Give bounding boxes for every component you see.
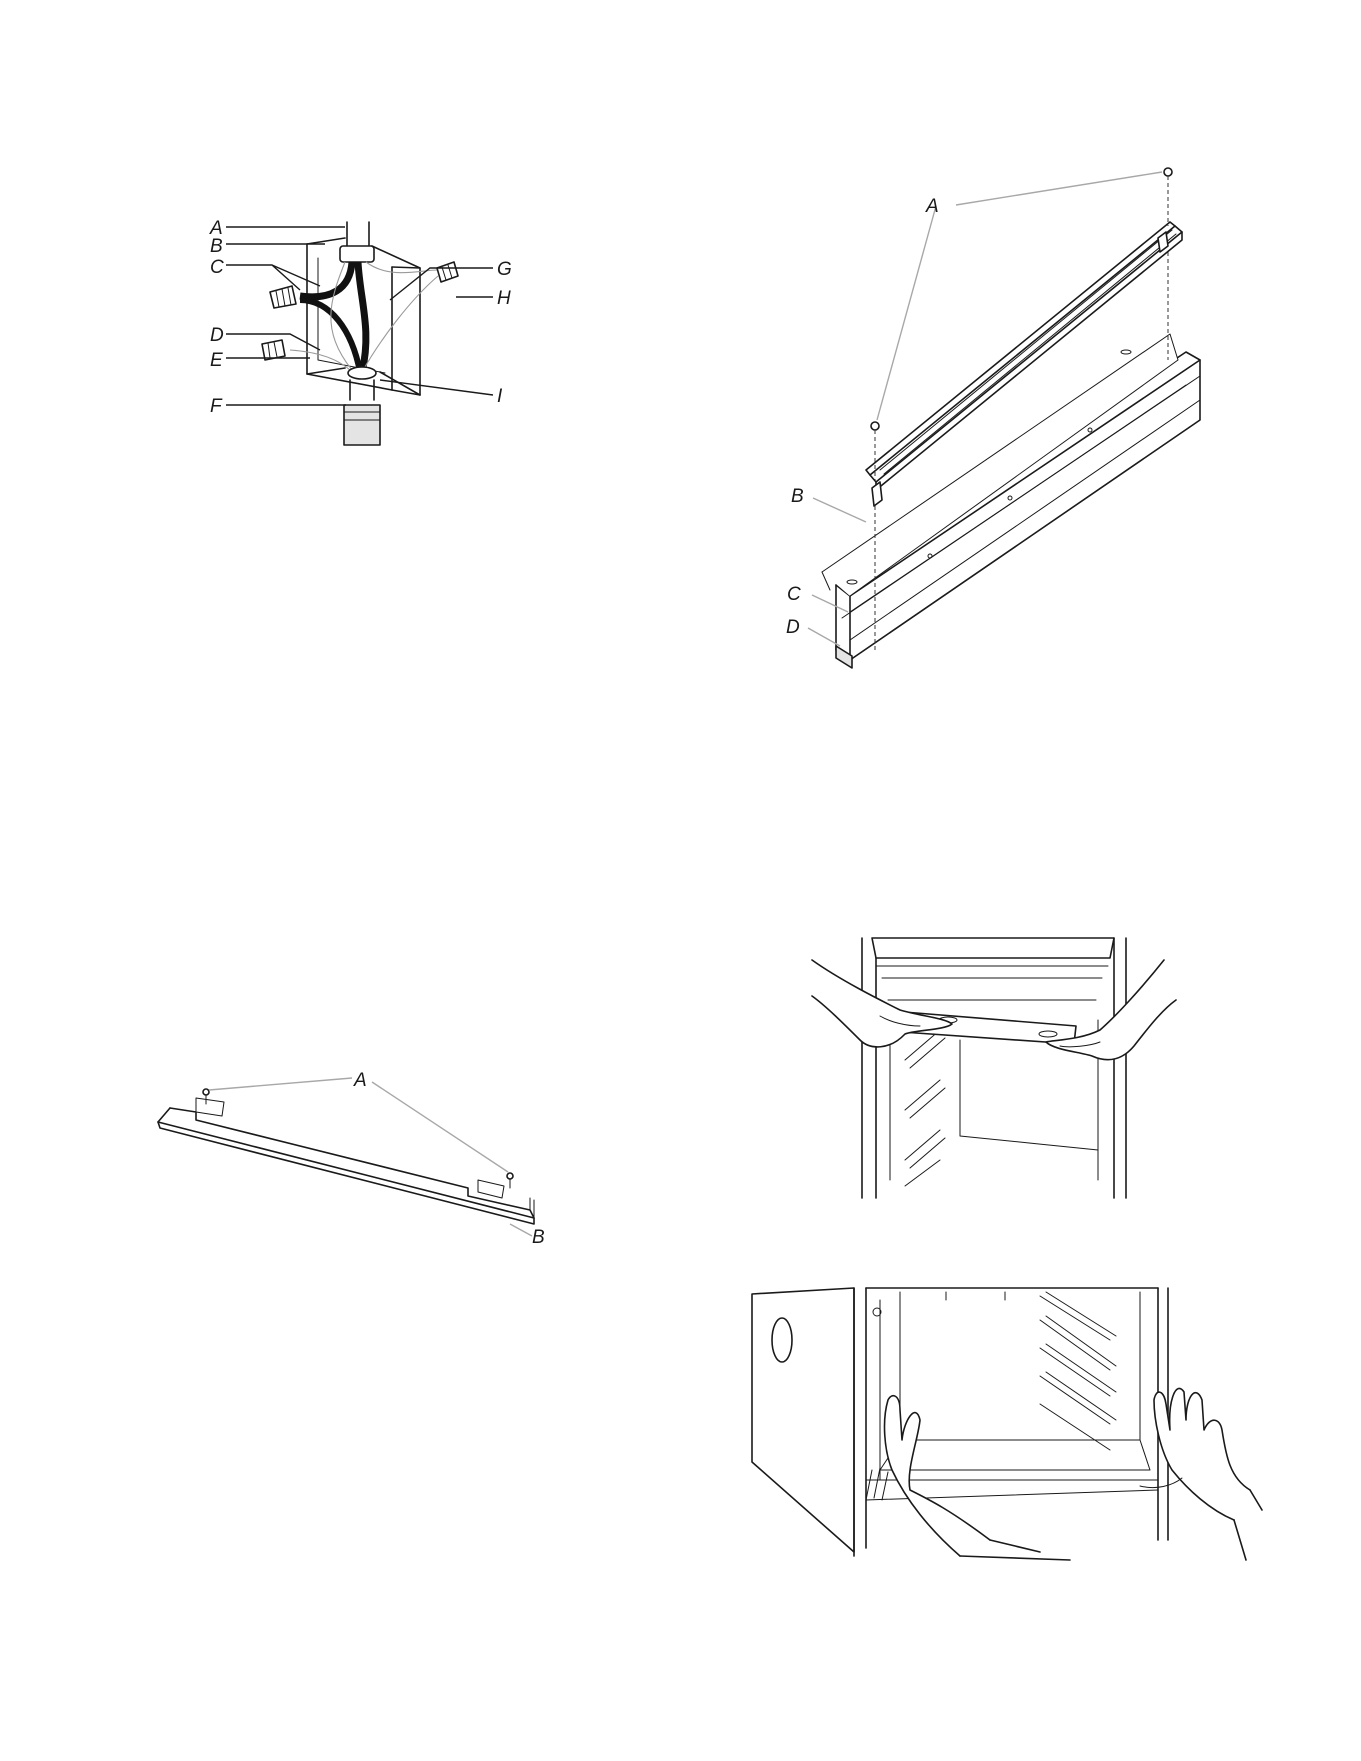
- screw-right-icon: [1164, 168, 1172, 176]
- label-d: D: [786, 617, 800, 638]
- label-f: F: [210, 396, 223, 417]
- wire-nut-left-icon: [270, 286, 296, 308]
- label-d: D: [210, 325, 224, 346]
- hands-sides-figure: [752, 1288, 1262, 1560]
- label-b: B: [791, 486, 804, 507]
- hands-top-figure: [812, 938, 1176, 1198]
- label-c: C: [787, 584, 801, 605]
- wire-nut-right-icon: [437, 262, 458, 282]
- label-c: C: [210, 257, 224, 278]
- label-a: A: [353, 1070, 367, 1091]
- label-b: B: [210, 236, 223, 257]
- wire-nut-lower-icon: [262, 340, 285, 360]
- label-a: A: [925, 196, 939, 217]
- trim-strip-figure: A B C D: [786, 168, 1200, 668]
- label-e: E: [210, 350, 223, 371]
- screw-right-icon: [507, 1173, 513, 1188]
- label-g: G: [497, 259, 512, 280]
- label-h: H: [497, 288, 511, 309]
- label-b: B: [532, 1227, 545, 1248]
- screw-left-icon: [871, 422, 879, 430]
- bottom-bracket-figure: A B: [158, 1070, 545, 1248]
- label-i: I: [497, 386, 503, 407]
- junction-box-figure: A B C D E F G H I: [209, 218, 512, 445]
